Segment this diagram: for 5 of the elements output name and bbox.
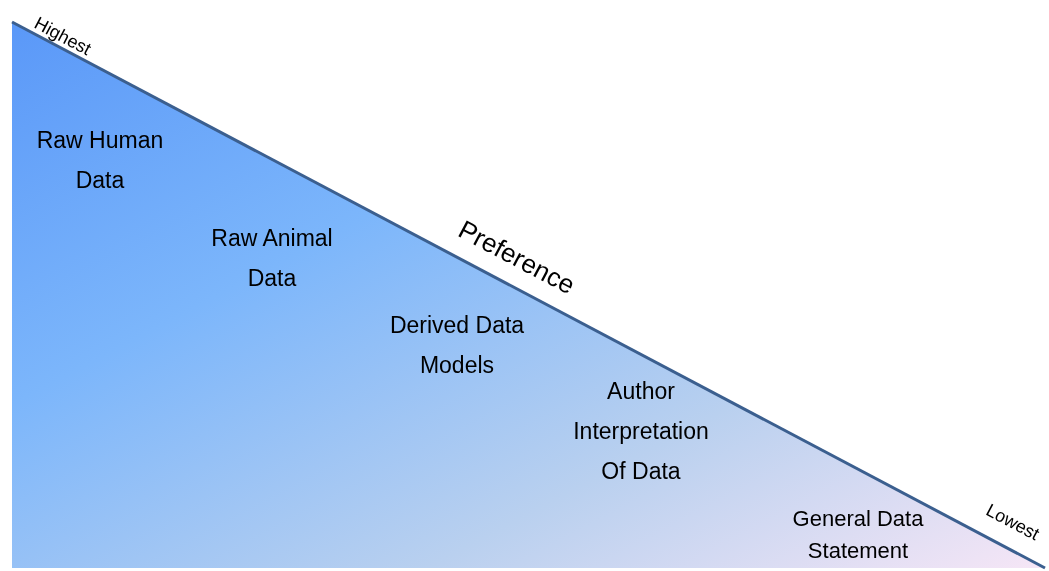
level-label: Derived Data Models [388, 311, 526, 380]
level-label: Author Interpretation Of Data [572, 377, 710, 486]
level-label: Raw Human Data [35, 126, 165, 195]
level-label: General Data Statement [791, 505, 925, 565]
level-label: Raw Animal Data [210, 224, 334, 293]
